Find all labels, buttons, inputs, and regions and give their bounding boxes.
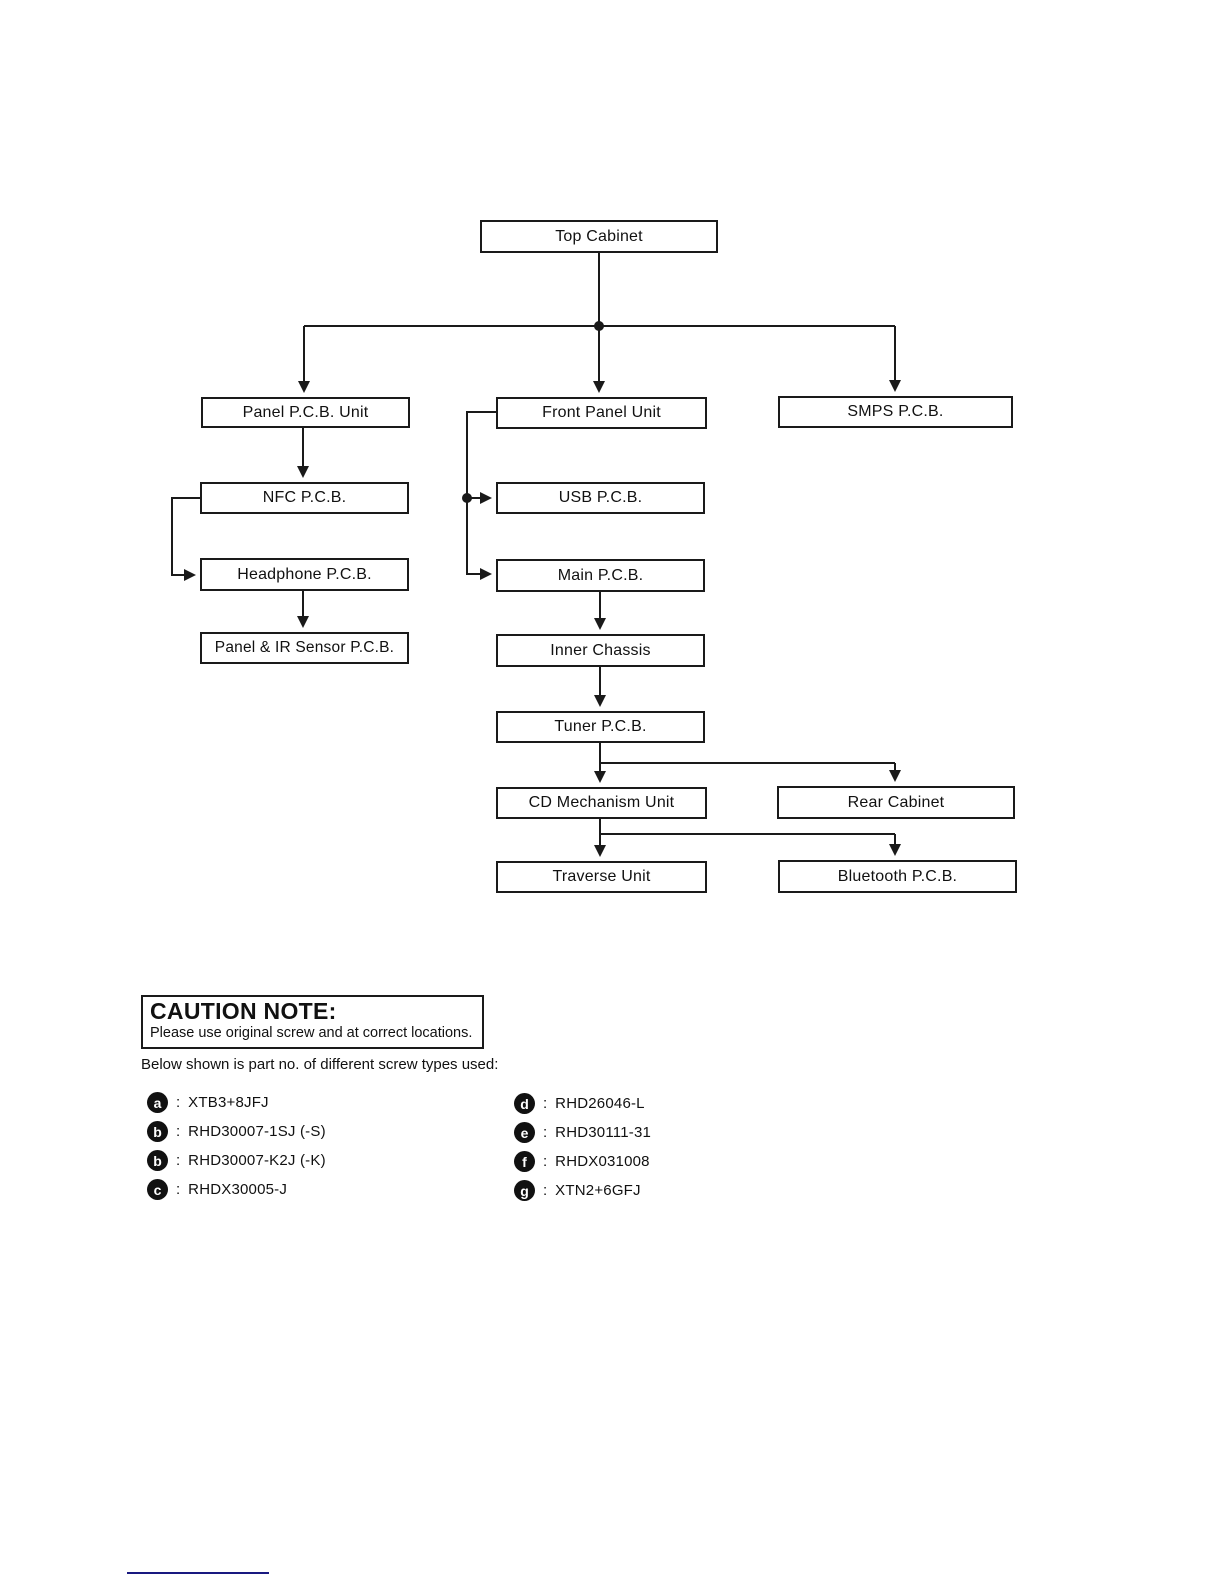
screw-part-number: XTN2+6GFJ [555,1182,641,1199]
screw-part-number: RHDX30005-J [188,1181,288,1198]
node-headphone-pcb: Headphone P.C.B. [200,558,409,591]
screw-list-intro: Below shown is part no. of different scr… [141,1056,499,1073]
caution-note-box: CAUTION NOTE: Please use original screw … [141,995,484,1049]
node-top-cabinet: Top Cabinet [480,220,718,253]
screw-type-badge: g [514,1180,535,1201]
junction-dot [594,321,604,331]
screw-item: a: XTB3+8JFJ [147,1092,326,1113]
screw-type-badge: d [514,1093,535,1114]
node-panel-ir-sensor-pcb: Panel & IR Sensor P.C.B. [200,632,409,664]
node-main-pcb: Main P.C.B. [496,559,705,592]
screw-part-number: RHD26046-L [555,1095,645,1112]
separator: : [543,1182,548,1199]
screw-part-number: XTB3+8JFJ [188,1094,269,1111]
screw-item: f: RHDX031008 [514,1151,651,1172]
screw-part-number: RHDX031008 [555,1153,650,1170]
node-cd-mechanism-unit: CD Mechanism Unit [496,787,707,819]
separator: : [176,1094,181,1111]
screw-item: b: RHD30007-1SJ (-S) [147,1121,326,1142]
screw-list-right-column: d:RHD26046-L e:RHD30111-31 f:RHDX031008 … [514,1093,651,1209]
screw-list-left-column: a: XTB3+8JFJ b: RHD30007-1SJ (-S) b: RHD300… [147,1092,326,1208]
footer-rule [127,1572,269,1574]
screw-item: e: RHD30111-31 [514,1122,651,1143]
node-inner-chassis: Inner Chassis [496,634,705,667]
node-panel-pcb-unit: Panel P.C.B. Unit [201,397,410,428]
screw-item: d: RHD26046-L [514,1093,651,1114]
screw-type-badge: b [147,1121,168,1142]
caution-note-title: CAUTION NOTE: [150,998,337,1024]
node-rear-cabinet: Rear Cabinet [777,786,1015,819]
screw-part-number: RHD30111-31 [555,1124,652,1141]
screw-item: c: RHDX30005-J [147,1179,326,1200]
separator: : [543,1153,548,1170]
screw-type-badge: c [147,1179,168,1200]
screw-type-badge: b [147,1150,168,1171]
screw-type-badge: a [147,1092,168,1113]
separator: : [176,1123,181,1140]
screw-part-number: RHD30007-K2J (-K) [188,1152,326,1169]
separator: : [543,1095,548,1112]
node-usb-pcb: USB P.C.B. [496,482,705,514]
node-tuner-pcb: Tuner P.C.B. [496,711,705,743]
separator: : [176,1181,181,1198]
screw-part-number: RHD30007-1SJ (-S) [188,1123,326,1140]
node-traverse-unit: Traverse Unit [496,861,707,893]
screw-item: b: RHD30007-K2J (-K) [147,1150,326,1171]
node-smps-pcb: SMPS P.C.B. [778,396,1013,428]
junction-dot [462,493,472,503]
node-front-panel-unit: Front Panel Unit [496,397,707,429]
separator: : [543,1124,548,1141]
screw-item: g: XTN2+6GFJ [514,1180,651,1201]
screw-type-badge: e [514,1122,535,1143]
caution-note-body: Please use original screw and at correct… [150,1025,473,1041]
screw-type-badge: f [514,1151,535,1172]
node-nfc-pcb: NFC P.C.B. [200,482,409,514]
node-bluetooth-pcb: Bluetooth P.C.B. [778,860,1017,893]
separator: : [176,1152,181,1169]
